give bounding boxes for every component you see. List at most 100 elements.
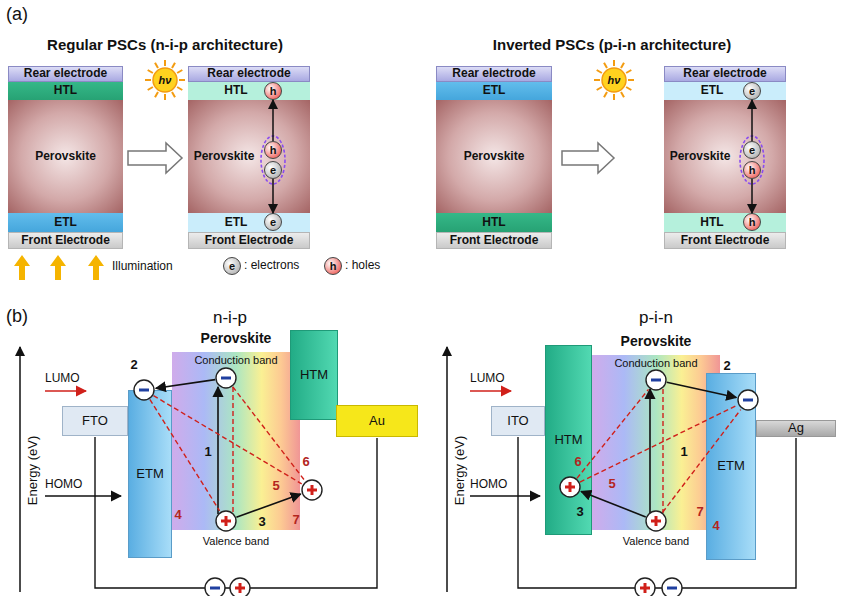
electrode-layer: Rear electrode [188, 66, 310, 82]
transport-layer: ETL [8, 213, 123, 232]
lumo-arrow [45, 390, 86, 392]
callout-number: 1 [204, 445, 211, 460]
node-label: ETL [483, 84, 506, 97]
node-label: Ag [788, 421, 804, 435]
node-label: HTL [700, 216, 723, 229]
recombination-path [577, 389, 649, 478]
exciton-ring [740, 136, 764, 184]
absorber-layer: Perovskite [8, 100, 123, 213]
electrode-box: FTO [62, 406, 128, 436]
legend-text: Illumination [112, 260, 173, 274]
recombination-path [232, 387, 233, 513]
carrier-transfer-arrow [751, 100, 753, 141]
callout-number: 1 [680, 445, 687, 460]
sun-ray [164, 60, 166, 66]
electrode-layer: Rear electrode [436, 66, 552, 82]
electrode-layer: Front Electrode [436, 232, 552, 249]
callout-number: 7 [292, 513, 299, 528]
hole-carrier: h [743, 213, 761, 231]
transport-layer: HTL [8, 82, 123, 100]
excitation-arrow [649, 389, 651, 514]
node-label: Perovskite [194, 150, 255, 163]
node-label: Front Electrode [21, 234, 110, 247]
energy-axis [446, 347, 448, 592]
callout-number: 6 [574, 455, 581, 470]
node-label: HTM [554, 433, 582, 447]
band-label: Conduction band [614, 357, 697, 369]
hole-symbol [302, 480, 322, 500]
sun-ray [179, 79, 185, 81]
sun-ray [621, 92, 624, 97]
node-label: Perovskite [201, 331, 272, 346]
transport-layer: HTL h [664, 213, 786, 232]
electrode-layer: Rear electrode [664, 66, 786, 82]
node-label: h [749, 216, 756, 228]
node-label: HTM [300, 368, 328, 382]
sun-ray [172, 92, 175, 97]
electron-carrier: e [743, 141, 761, 159]
sun-ray [604, 92, 607, 97]
node-label: Front Electrode [205, 234, 294, 247]
legend-text: : electrons [244, 259, 299, 273]
node-label: ETL [225, 216, 248, 229]
electrode-box: Ag [756, 420, 836, 437]
node-label: ITO [507, 414, 528, 428]
electron-carrier: e [264, 213, 282, 231]
node-label: ETL [701, 84, 724, 97]
exciton-ring [261, 136, 285, 184]
node-label: Front Electrode [681, 234, 770, 247]
callout-number: 3 [258, 515, 265, 530]
node-label: HTL [482, 216, 505, 229]
node-label: Perovskite [464, 150, 525, 163]
electron-carrier: e [743, 82, 761, 100]
recombination-path [233, 387, 305, 481]
transport-layer: ETL e [188, 213, 310, 232]
electron-symbol [216, 368, 236, 388]
electron-symbol [738, 390, 758, 410]
sign-stroke [221, 377, 231, 380]
node-label: h [330, 260, 337, 272]
sun-ray [613, 94, 615, 100]
node-label: Rear electrode [452, 67, 535, 80]
illumination-arrow [14, 255, 104, 280]
architecture-title: p-i-n [639, 308, 673, 328]
homo-arrow [45, 495, 121, 497]
electron-carrier: e [264, 161, 282, 179]
node-label: e [229, 260, 235, 272]
energy-axis [19, 347, 21, 592]
electron-symbol [646, 370, 666, 390]
sun-ray [613, 60, 615, 66]
hole-carrier: h [264, 141, 282, 159]
node-label: Rear electrode [207, 67, 290, 80]
recombination-path [150, 399, 220, 511]
sun-ray [628, 79, 634, 81]
sun-ray [594, 79, 600, 81]
electrode-layer: Rear electrode [8, 66, 123, 82]
sign-stroke [667, 587, 677, 590]
photon-label: hν [608, 74, 621, 87]
recombination-path [662, 389, 663, 513]
node-label: e [749, 144, 755, 156]
sun-ray [621, 63, 624, 68]
node-label: Front Electrode [450, 234, 539, 247]
sun-ray [145, 79, 151, 81]
node-label: Perovskite [670, 150, 731, 163]
process-arrow [128, 143, 182, 173]
panel-letter: (a) [6, 4, 28, 25]
sun-ray [155, 92, 158, 97]
carrier-transfer-arrow [272, 100, 274, 141]
carrier-transfer-arrow [272, 179, 274, 213]
hole-symbol [216, 511, 236, 531]
callout-number: 2 [130, 358, 137, 373]
sign-stroke [225, 516, 228, 526]
band-label: Conduction band [194, 354, 277, 366]
sign-stroke [743, 399, 753, 402]
level-label: LUMO [45, 372, 80, 386]
axis-label: Energy (eV) [27, 435, 42, 504]
electrode-layer: Front Electrode [664, 232, 786, 249]
hole-symbol [635, 578, 655, 596]
node-label: ETM [136, 467, 163, 481]
photon-label: hν [159, 74, 172, 87]
panel-title: Inverted PSCs (p-i-n architecture) [493, 36, 731, 53]
hole-carrier: h [324, 257, 342, 275]
